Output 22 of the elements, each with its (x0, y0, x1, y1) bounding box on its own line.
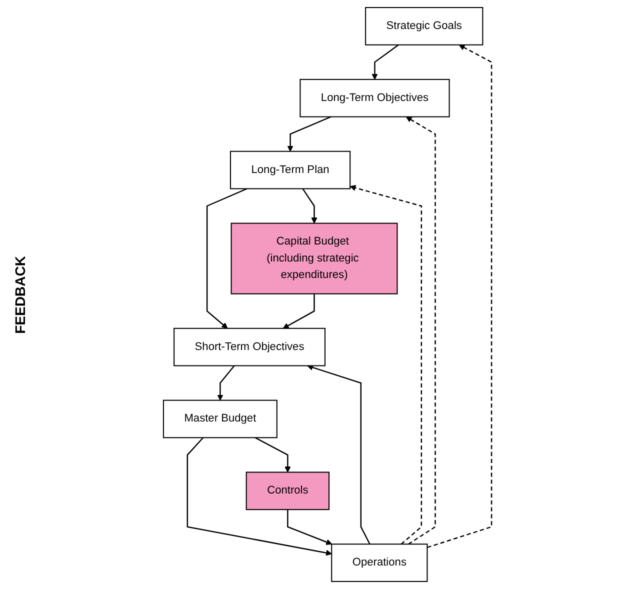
node-box: Long-Term Plan (230, 150, 351, 190)
arrow (372, 44, 399, 80)
arrow (307, 364, 370, 544)
node-box: Master Budget (162, 400, 278, 438)
arrow (287, 510, 332, 545)
side-label: FEEDBACK (12, 256, 28, 334)
node-box: Strategic Goals (365, 7, 484, 46)
node-box: Long-Term Objectives (300, 78, 450, 118)
arrow (427, 44, 492, 548)
arrow (217, 365, 235, 401)
arrow (254, 437, 291, 472)
node-box: Capital Budget (including strategic expenditures) (230, 222, 398, 294)
arrow (350, 184, 422, 545)
arrow (282, 294, 315, 329)
arrow (186, 437, 332, 556)
arrow (287, 116, 332, 152)
arrow (406, 116, 436, 545)
arrow (206, 188, 248, 329)
arrow (302, 188, 318, 224)
node-box: Short-Term Objectives (174, 328, 326, 366)
node-box: Operations (331, 544, 428, 582)
node-box: Controls (246, 472, 330, 510)
